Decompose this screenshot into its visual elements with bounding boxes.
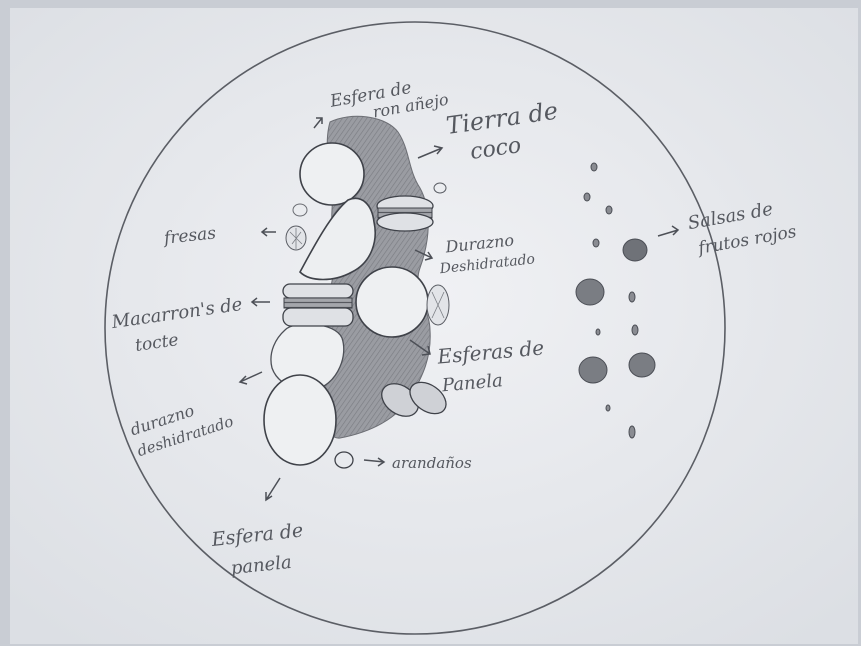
label-arandanos: arandaños	[392, 454, 472, 472]
esfera-panela-right	[356, 267, 428, 337]
macaron-middle	[283, 284, 353, 326]
esfera-panela-bottom	[264, 375, 336, 465]
macaron-top	[377, 196, 433, 231]
esfera-ron-anejo	[300, 143, 364, 205]
